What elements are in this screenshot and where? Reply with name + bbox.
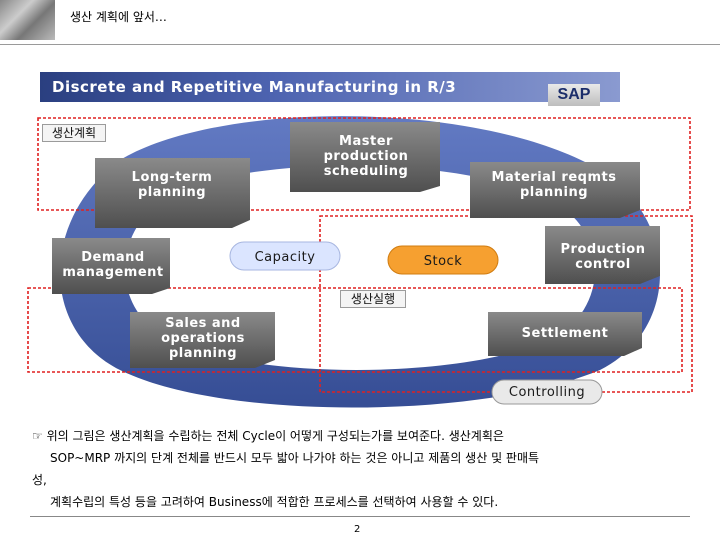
corner-logo [0,0,55,40]
sap-logo: SAP [548,84,600,106]
node-controlling: Controlling [508,385,586,400]
panel-sales [130,312,275,368]
footer-divider [30,516,690,517]
node-master-production-scheduling: Master production scheduling [323,134,409,179]
node-sales-operations-planning: Sales and operations planning [161,316,245,361]
node-settlement: Settlement [521,326,609,341]
planning-highlight-box [37,117,691,211]
node-demand-management: Demand management [62,250,164,280]
panel-master [290,122,440,192]
description-line-3: 성, [32,473,47,487]
controlling-pill [491,379,603,405]
description-line-4: 계획수립의 특성 등을 고려하여 Business에 적합한 프로세스를 선택하… [50,495,499,509]
execution-tag: 생산실행 [340,290,406,308]
node-material-reqmts-planning: Material reqmts planning [491,170,617,200]
panel-demand [52,238,170,294]
description-line-2: SOP~MRP 까지의 단계 전체를 반드시 모두 밟아 나가야 하는 것은 아… [50,451,540,465]
panel-production [545,226,660,284]
panel-longterm [95,158,250,228]
node-production-control: Production control [560,242,646,272]
node-capacity: Capacity [254,250,316,265]
title-divider [0,44,720,45]
capacity-pill [229,241,341,271]
panel-settlement [488,312,642,356]
stock-pill [387,245,499,275]
banner-title: Discrete and Repetitive Manufacturing in… [52,78,457,96]
node-stock: Stock [423,254,463,269]
execution-highlight-box [27,287,683,373]
page-number: 2 [354,524,361,535]
page-title: 생산 계획에 앞서… [70,10,167,24]
node-long-term-planning: Long-term planning [131,170,213,200]
panel-material [470,162,640,218]
description-line-1: ☞ 위의 그림은 생산계획을 수립하는 전체 Cycle이 어떻게 구성되는가를… [32,429,504,443]
description-text: ☞ 위의 그림은 생산계획을 수립하는 전체 Cycle이 어떻게 구성되는가를… [32,425,692,513]
diagram-banner [40,72,620,102]
manufacturing-cycle-diagram [27,116,693,408]
planning-tag: 생산계획 [42,124,106,142]
